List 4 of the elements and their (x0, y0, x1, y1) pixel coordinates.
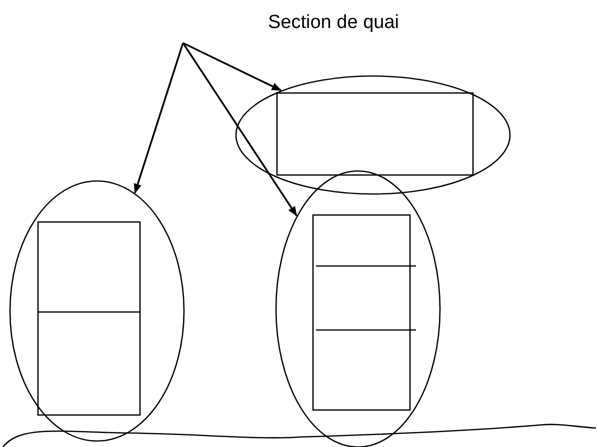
arrow (134, 42, 184, 194)
arrow (182, 42, 298, 216)
section-label: Section de quai (268, 12, 399, 34)
arrow (182, 42, 282, 92)
